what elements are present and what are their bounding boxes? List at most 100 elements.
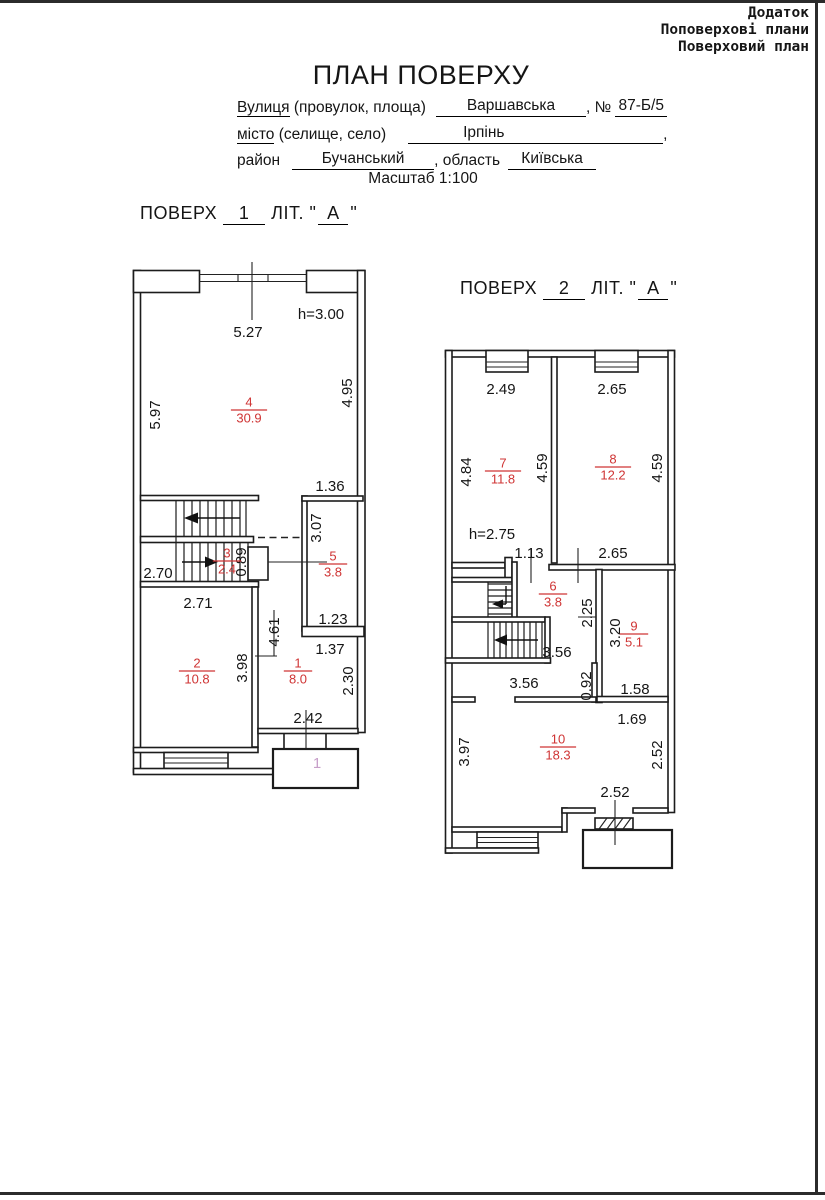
room-number-label: 5: [329, 549, 336, 564]
dimension-label: 4.84: [458, 457, 475, 486]
room-number-label: 9: [630, 619, 637, 634]
dimension-label: 3.07: [308, 513, 325, 542]
floor1-lit-value: А: [318, 203, 349, 225]
dimension-label: 2.30: [340, 666, 357, 695]
room-area-label: 5.1: [625, 635, 643, 650]
floor1-lit-word: ЛІТ. ": [271, 203, 317, 223]
annex-line-3: Поверховий план: [678, 39, 809, 56]
floor2-number: 2: [543, 278, 586, 300]
dimension-label: 5.97: [147, 400, 164, 429]
page-border-right: [815, 0, 818, 1194]
room-number-label: 7: [499, 456, 506, 471]
dimension-label: 1.36: [315, 478, 344, 495]
annex-block: Додаток Поповерхові плани Поверховий пла…: [661, 5, 809, 56]
room-number-label: 10: [551, 732, 565, 747]
dimension-label: 2.52: [600, 784, 629, 801]
dimension-label: 1.23: [318, 611, 347, 628]
floor1-stairs: [175, 500, 249, 582]
dimension-label: 3.97: [456, 737, 473, 766]
floor1-quote: ": [350, 203, 358, 223]
dimension-label: 4.95: [339, 378, 356, 407]
page-title: ПЛАН ПОВЕРХУ: [312, 60, 530, 90]
city-row: місто (селище, село)Ірпінь,: [237, 124, 667, 144]
dimension-label: 4.59: [534, 453, 551, 482]
room-number-label: 3: [223, 546, 230, 561]
annex-line-2: Поповерхові плани: [660, 22, 809, 39]
dimension-label: 2.71: [183, 595, 212, 612]
dimension-label: h=3.00: [298, 306, 344, 323]
dimension-label: 2.42: [293, 710, 322, 727]
dimension-label: 2.25: [579, 598, 596, 627]
street-num-label: , №: [585, 99, 612, 116]
dimension-label: h=2.75: [469, 526, 515, 543]
room-number-label: 2: [193, 656, 200, 671]
room-number-label: 1: [294, 656, 301, 671]
street-value: Варшавська: [435, 97, 586, 117]
street-num-value: 87-Б/5: [615, 97, 668, 117]
floor2-balcony: [581, 828, 674, 870]
room-area-label: 30.9: [236, 411, 261, 426]
city-label-word: місто: [237, 126, 275, 144]
floor2-aux-lines: [530, 548, 616, 845]
dimension-label: 2.65: [597, 381, 626, 398]
dimension-label: 4.61: [266, 617, 283, 646]
room-number-label: 8: [609, 452, 616, 467]
dimension-label: 3.98: [234, 653, 251, 682]
scale-row: Масштаб 1:100: [237, 170, 609, 188]
porch-number-label: 1: [313, 755, 321, 772]
room-area-label: 10.8: [184, 672, 209, 687]
floor1-entrance-porch: [271, 747, 360, 790]
room-area-label: 8.0: [289, 672, 307, 687]
room-area-label: 2.4: [218, 562, 236, 577]
page-border-bottom: [0, 1192, 825, 1195]
floor2-stairs: [487, 582, 543, 658]
room-area-label: 3.8: [544, 595, 562, 610]
district-value: Бучанський: [292, 150, 435, 170]
region-label: , область: [434, 152, 501, 169]
page-border-top: [0, 0, 825, 3]
floor2-lit-word: ЛІТ. ": [591, 278, 637, 298]
district-label: район: [237, 152, 281, 169]
street-label-word: Вулиця: [237, 99, 290, 117]
dimension-label: 2.52: [649, 740, 666, 769]
dimension-label: 1.69: [617, 711, 646, 728]
floor1-walls: [132, 269, 366, 776]
dimension-label: 4.59: [649, 453, 666, 482]
street-label-rest: (провулок, площа): [289, 99, 426, 116]
dimension-label: 1.58: [620, 681, 649, 698]
dimension-label: 2.70: [143, 565, 172, 582]
dimension-label: 3.20: [607, 618, 624, 647]
floor2-word: ПОВЕРХ: [460, 278, 538, 298]
room-area-label: 12.2: [600, 468, 625, 483]
room-number-label: 6: [549, 579, 556, 594]
city-value: Ірпінь: [408, 124, 664, 144]
dimension-label: 1.37: [315, 641, 344, 658]
annex-line-1: Додаток: [747, 5, 809, 21]
floor2-walls: [444, 349, 676, 854]
floor1-word: ПОВЕРХ: [140, 203, 218, 223]
floor1-number: 1: [223, 203, 266, 225]
city-label-rest: (селище, село): [274, 126, 387, 143]
dimension-label: 0.92: [578, 671, 595, 700]
dimension-label: 0.89: [233, 547, 250, 576]
district-row: район Бучанський, область Київська: [237, 150, 597, 170]
dimension-label: 2.65: [598, 545, 627, 562]
floor1-porch-label: 1: [313, 755, 321, 772]
scale-label: Масштаб 1:100: [368, 170, 478, 187]
room-area-label: 3.8: [324, 565, 342, 580]
room-area-label: 18.3: [545, 748, 570, 763]
floor2-quote: ": [670, 278, 678, 298]
floor2-balcony-window: [594, 817, 634, 830]
region-value: Київська: [508, 150, 597, 170]
room-number-label: 4: [245, 395, 252, 410]
dimension-label: 2.49: [486, 381, 515, 398]
floor2-lit-value: А: [638, 278, 669, 300]
floor1-room-labels: 430.9 32.4 53.8 210.8 18.0: [178, 395, 348, 687]
